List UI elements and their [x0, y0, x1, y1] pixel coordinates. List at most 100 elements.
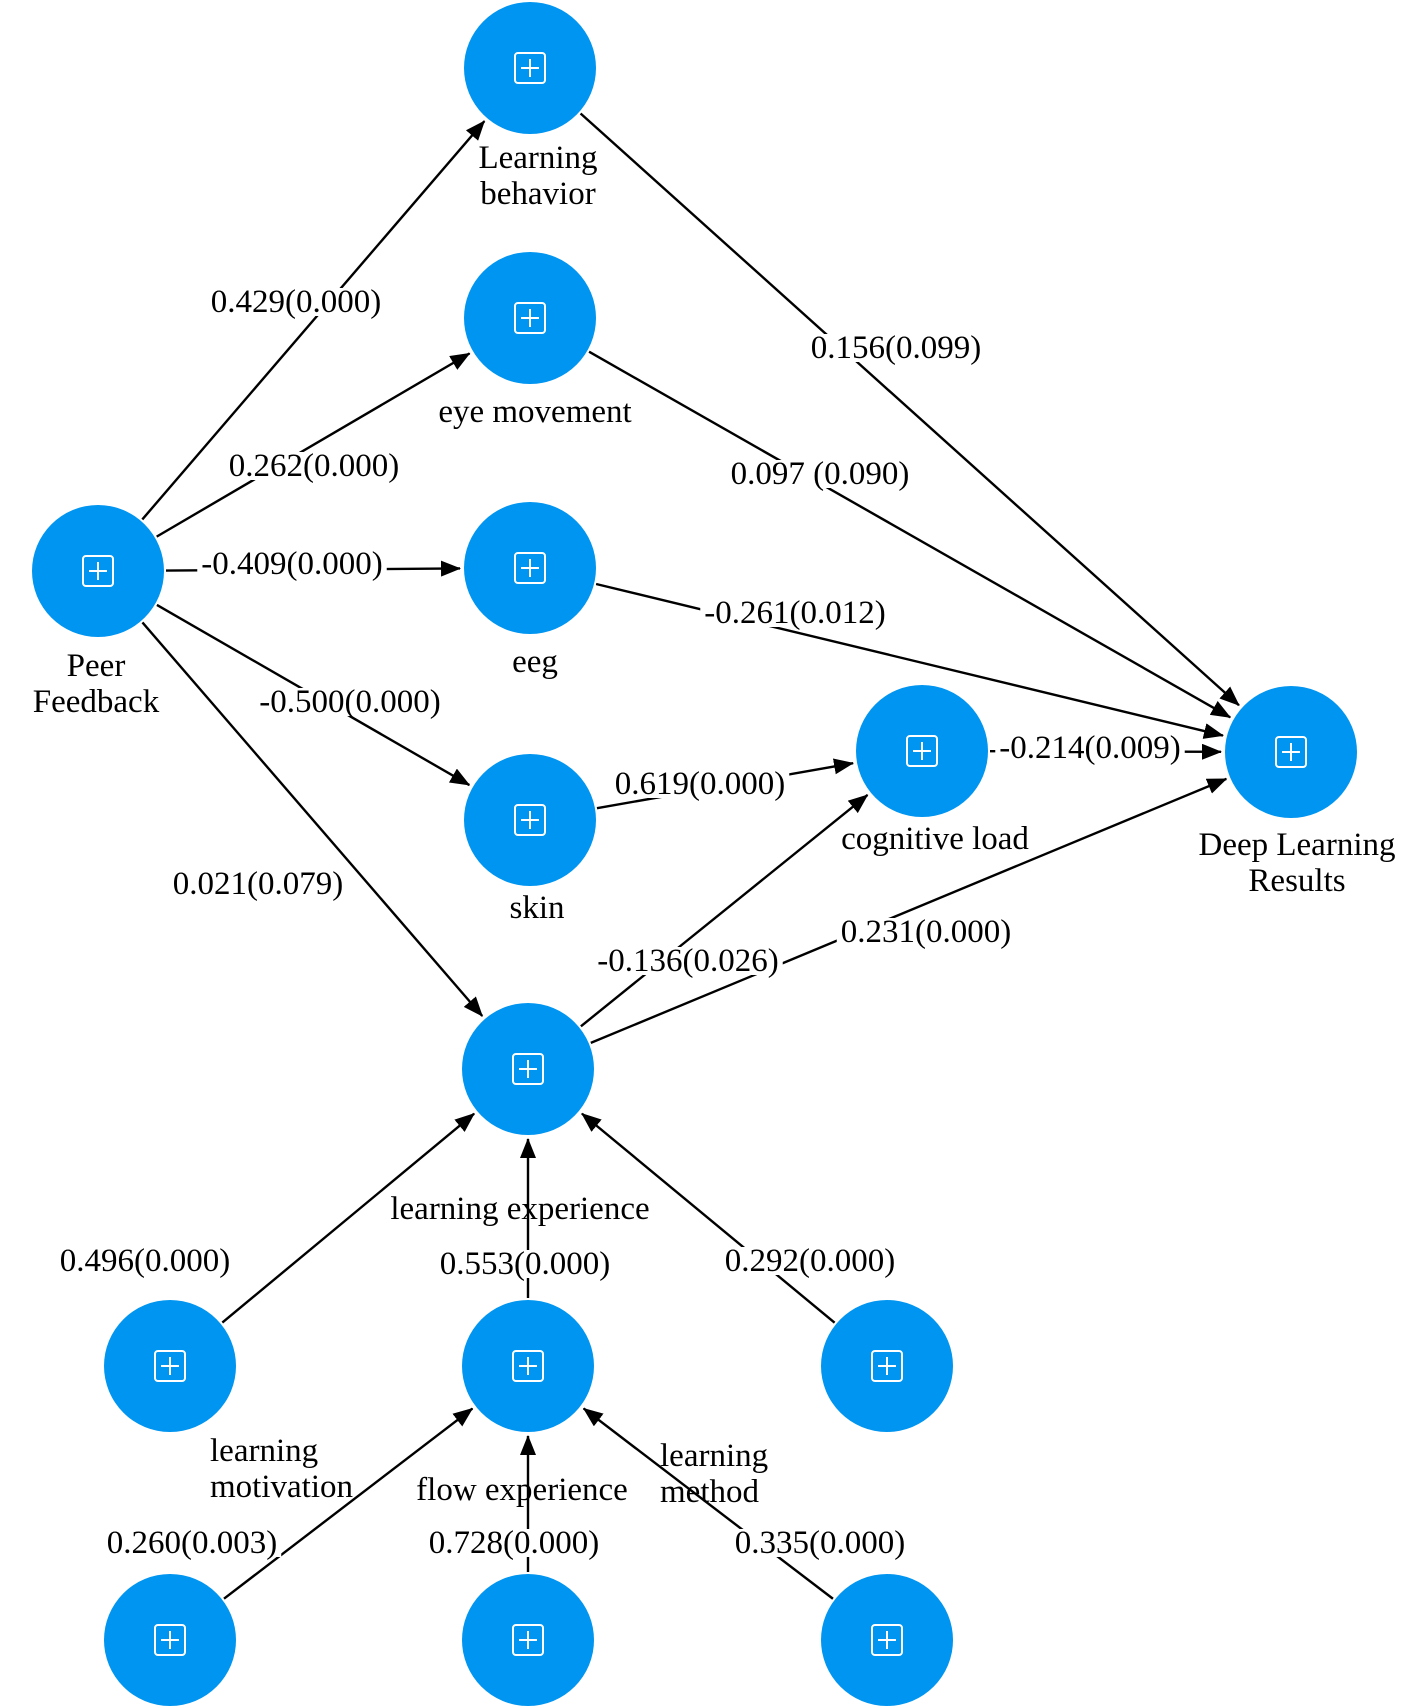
edge-label-background: [836, 918, 1016, 946]
edge-label-group: 0.619(0.000): [610, 766, 790, 802]
node-label-line: Results: [1248, 863, 1345, 899]
expand-square-icon[interactable]: [871, 1624, 903, 1656]
expand-square-icon[interactable]: [906, 735, 938, 767]
edge-label-group: 0.496(0.000): [55, 1243, 235, 1279]
expand-square-icon[interactable]: [82, 555, 114, 587]
edge-label-background: [593, 947, 783, 975]
edge-label-background: [55, 1247, 235, 1275]
edge-label: -0.409(0.000): [201, 546, 382, 582]
edge-le-to-cl: [580, 794, 869, 1028]
edge-label: 0.292(0.000): [725, 1243, 895, 1279]
edge-labels-layer: 0.429(0.000) 0.262(0.000) -0.409(0.000) -0.…: [55, 284, 1185, 1561]
node-label-line: Deep Learning: [1199, 827, 1396, 863]
edge-le-to-dlr: [590, 777, 1228, 1045]
node-b1[interactable]: [104, 1574, 236, 1706]
edge-label-group: 0.553(0.000): [435, 1246, 615, 1282]
edge-label: 0.553(0.000): [440, 1246, 610, 1282]
expand-square-icon[interactable]: [512, 1053, 544, 1085]
edge-label-group: 0.292(0.000): [720, 1243, 900, 1279]
edge-label: 0.262(0.000): [229, 448, 399, 484]
edge-lb-to-dlr: [579, 112, 1240, 707]
node-b2[interactable]: [462, 1574, 594, 1706]
expand-square-icon[interactable]: [514, 552, 546, 584]
node-learning-behavior[interactable]: [464, 2, 596, 134]
edge-label-group: -0.214(0.009): [995, 730, 1185, 766]
node-label-line: Learning: [478, 140, 597, 176]
edge-label-background: [700, 599, 890, 627]
node-label: learning experience: [390, 1191, 649, 1227]
edge-label-group: 0.021(0.079): [168, 866, 348, 902]
edge-b3-to-fe: [582, 1407, 834, 1600]
edge-label-background: [255, 688, 445, 716]
edge-label: 0.619(0.000): [615, 766, 785, 802]
node-flow-experience[interactable]: [462, 1300, 594, 1432]
edge-label-group: 0.156(0.099): [806, 330, 986, 366]
edge-label-group: 0.231(0.000): [836, 914, 1016, 950]
edge-lm-to-le: [221, 1112, 475, 1324]
expand-square-icon[interactable]: [512, 1624, 544, 1656]
node-cognitive-load[interactable]: [856, 685, 988, 817]
node-peer-feedback[interactable]: [32, 505, 164, 637]
edge-label: 0.156(0.099): [811, 330, 981, 366]
node-label-line: method: [660, 1474, 759, 1510]
edge-label-background: [610, 770, 790, 798]
expand-square-icon[interactable]: [154, 1350, 186, 1382]
edge-label-group: 0.260(0.003): [102, 1525, 282, 1561]
edge-label-group: -0.261(0.012): [700, 595, 890, 631]
edge-label: 0.429(0.000): [211, 284, 381, 320]
edge-label-background: [206, 288, 386, 316]
edge-em-to-dlr: [588, 350, 1232, 719]
node-b3[interactable]: [821, 1574, 953, 1706]
nodes-layer: [32, 2, 1357, 1706]
edge-label-group: -0.500(0.000): [255, 684, 445, 720]
edge-label: 0.496(0.000): [60, 1243, 230, 1279]
node-learning-motivation[interactable]: [104, 1300, 236, 1432]
edge-label-background: [435, 1250, 615, 1278]
node-eye-movement[interactable]: [464, 252, 596, 384]
node-label-line: skin: [509, 890, 564, 926]
node-label-line: cognitive load: [841, 821, 1029, 857]
node-learning-method[interactable]: [821, 1300, 953, 1432]
expand-square-icon[interactable]: [514, 804, 546, 836]
expand-square-icon[interactable]: [1275, 736, 1307, 768]
expand-square-icon[interactable]: [154, 1624, 186, 1656]
expand-square-icon[interactable]: [871, 1350, 903, 1382]
edge-label: 0.097 (0.090): [731, 456, 910, 492]
edge-pf-to-lb: [141, 120, 486, 521]
node-learning-experience[interactable]: [462, 1003, 594, 1135]
edge-label-group: 0.728(0.000): [424, 1525, 604, 1561]
edge-label-background: [102, 1529, 282, 1557]
expand-square-icon[interactable]: [514, 302, 546, 334]
node-label-line: Peer: [67, 648, 126, 684]
expand-square-icon[interactable]: [512, 1350, 544, 1382]
edge-label-group: 0.335(0.000): [730, 1525, 910, 1561]
edge-label-background: [720, 1247, 900, 1275]
edge-label-background: [197, 550, 387, 578]
node-label: skin: [509, 890, 564, 926]
edge-label-background: [168, 870, 348, 898]
edge-label: -0.261(0.012): [704, 595, 885, 631]
edge-lme-to-le: [581, 1112, 836, 1324]
node-label: eeg: [512, 644, 558, 680]
edges-layer: [141, 112, 1240, 1600]
edge-pf-to-em: [156, 352, 471, 538]
node-skin[interactable]: [464, 754, 596, 886]
edge-label-background: [726, 460, 914, 488]
expand-square-icon[interactable]: [514, 52, 546, 84]
node-label-line: learning: [660, 1438, 768, 1474]
edge-label-group: -0.409(0.000): [197, 546, 387, 582]
node-label-line: learning: [210, 1433, 318, 1469]
node-deep-learning-results[interactable]: [1225, 686, 1357, 818]
edge-label: -0.214(0.009): [999, 730, 1180, 766]
node-label-line: behavior: [480, 176, 595, 212]
edge-label-group: 0.097 (0.090): [726, 456, 914, 492]
node-label: cognitive load: [841, 821, 1029, 857]
node-eeg[interactable]: [464, 502, 596, 634]
edge-label-background: [730, 1529, 910, 1557]
